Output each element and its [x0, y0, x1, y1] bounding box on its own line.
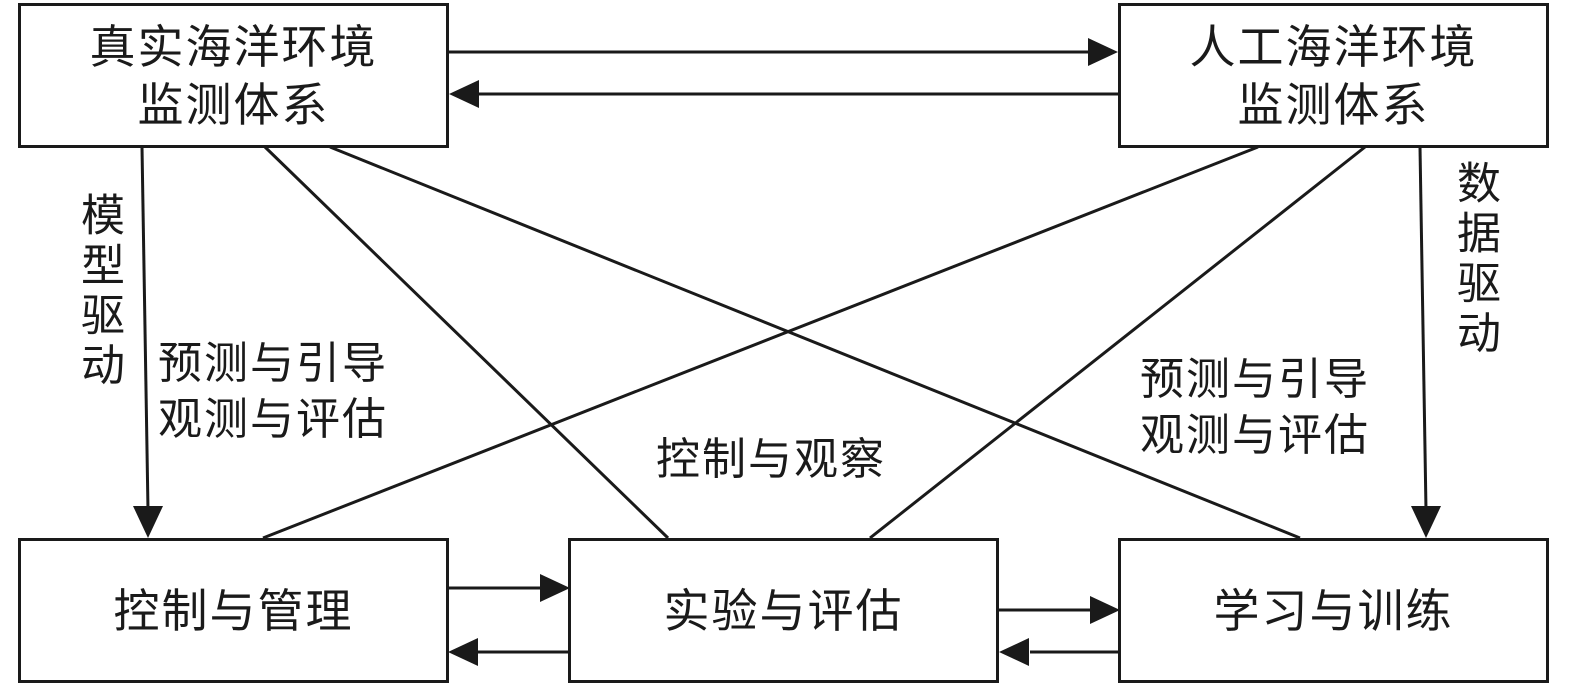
learning-training-label: 学习与训练 [1213, 583, 1454, 638]
data-driven-label: 数据驱动 [1449, 160, 1500, 360]
arrow-data-driven [1418, 146, 1428, 511]
left-forecast-label: 预测与引导 观测与评估 [158, 336, 388, 448]
experiment-evaluation-box: 实验与评估 [568, 538, 999, 683]
real-system-box: 真实海洋环境 监测体系 [18, 3, 449, 148]
artificial-system-box: 人工海洋环境 监测体系 [1118, 3, 1549, 148]
left-forecast-line2: 观测与评估 [158, 394, 388, 445]
right-forecast-label: 预测与引导 观测与评估 [1140, 352, 1370, 464]
arrowhead-experiment-to-learning [1090, 596, 1120, 624]
control-management-box: 控制与管理 [18, 538, 449, 683]
arrow-model-driven [140, 146, 150, 511]
arrowhead-real-to-artificial [1088, 38, 1118, 66]
arrowhead-control-to-experiment [540, 574, 570, 602]
control-observe-label: 控制与观察 [656, 434, 886, 485]
right-forecast-line2: 观测与评估 [1140, 410, 1370, 461]
line-artificial-to-control [262, 145, 1259, 540]
arrowhead-learning-to-experiment [999, 638, 1029, 666]
arrowhead-data-driven [1411, 506, 1441, 538]
arrowhead-artificial-to-real [449, 80, 479, 108]
control-management-label: 控制与管理 [113, 583, 354, 638]
model-driven-label: 模型驱动 [73, 192, 124, 392]
right-forecast-line1: 预测与引导 [1140, 354, 1370, 405]
learning-training-box: 学习与训练 [1118, 538, 1549, 683]
real-system-line2: 监测体系 [137, 77, 330, 132]
line-artificial-to-experiment [869, 145, 1366, 540]
line-real-to-experiment [263, 145, 670, 540]
artificial-system-line2: 监测体系 [1237, 77, 1430, 132]
left-forecast-line1: 预测与引导 [158, 338, 388, 389]
line-real-to-learning [329, 145, 1301, 540]
arrowhead-model-driven [133, 506, 163, 538]
real-system-line1: 真实海洋环境 [89, 19, 378, 74]
artificial-system-line1: 人工海洋环境 [1189, 19, 1478, 74]
experiment-evaluation-label: 实验与评估 [663, 583, 904, 638]
arrowhead-experiment-to-control [448, 638, 478, 666]
